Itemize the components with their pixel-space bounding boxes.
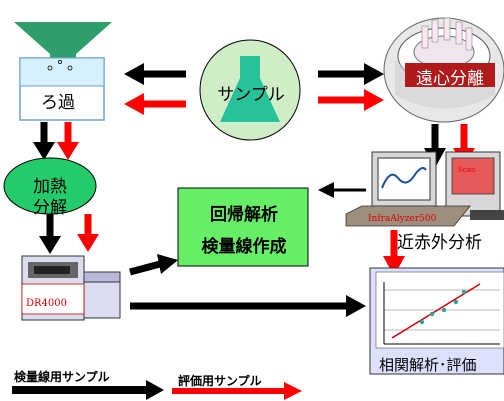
correlation-label: 相関解析･評価	[379, 356, 477, 374]
heat-label-line1: 加熱	[33, 177, 67, 197]
regression-label-line2: 検量線作成	[201, 237, 287, 257]
centrifuge-icon	[383, 17, 504, 123]
sample-label: サンプル	[217, 85, 285, 105]
sample-flask-icon	[199, 39, 301, 141]
arrow-sample-to-filtration	[124, 63, 186, 85]
filtration-funnel-icon	[14, 22, 112, 121]
legend-evaluation-arrow	[172, 382, 302, 400]
dr4000-instrument-icon	[21, 255, 121, 321]
arrow-dr4000-to-correlation	[130, 295, 366, 317]
arrow-sample-to-filtration-red	[124, 93, 186, 115]
regression-calibration-box	[177, 187, 309, 267]
dr4000-label: DR4000	[26, 298, 67, 309]
nir-label: 近赤外分析	[397, 233, 482, 253]
scan-label: Scan	[458, 166, 476, 174]
arrow-sample-to-centrifuge-red	[318, 89, 384, 111]
arrow-heat-to-dr4000	[39, 214, 61, 254]
filtration-label: ろ過	[41, 93, 75, 113]
heat-label-line2: 分解	[33, 198, 67, 218]
nir-analyzer-icon	[345, 151, 504, 227]
legend-calibration-label: 検量線用サンプル	[14, 370, 110, 384]
arrow-heat-to-dr4000-red	[77, 214, 99, 252]
regression-label-line1: 回帰解析	[210, 205, 278, 225]
infra-device-label: InfraAlyzer500	[368, 214, 437, 224]
centrifuge-label: 遠心分離	[416, 69, 484, 89]
arrow-filtration-to-heat	[33, 122, 55, 160]
arrow-nir-to-regression	[318, 182, 366, 198]
correlation-chart-panel	[369, 267, 504, 375]
legend-evaluation-label: 評価用サンプル	[178, 374, 262, 388]
legend-calibration-arrow	[12, 380, 164, 400]
arrow-sample-to-centrifuge	[318, 63, 384, 85]
arrow-nir-to-correlation-red	[383, 230, 405, 276]
arrow-filtration-to-heat-red	[57, 122, 79, 160]
arrow-dr4000-to-regression	[129, 254, 178, 276]
